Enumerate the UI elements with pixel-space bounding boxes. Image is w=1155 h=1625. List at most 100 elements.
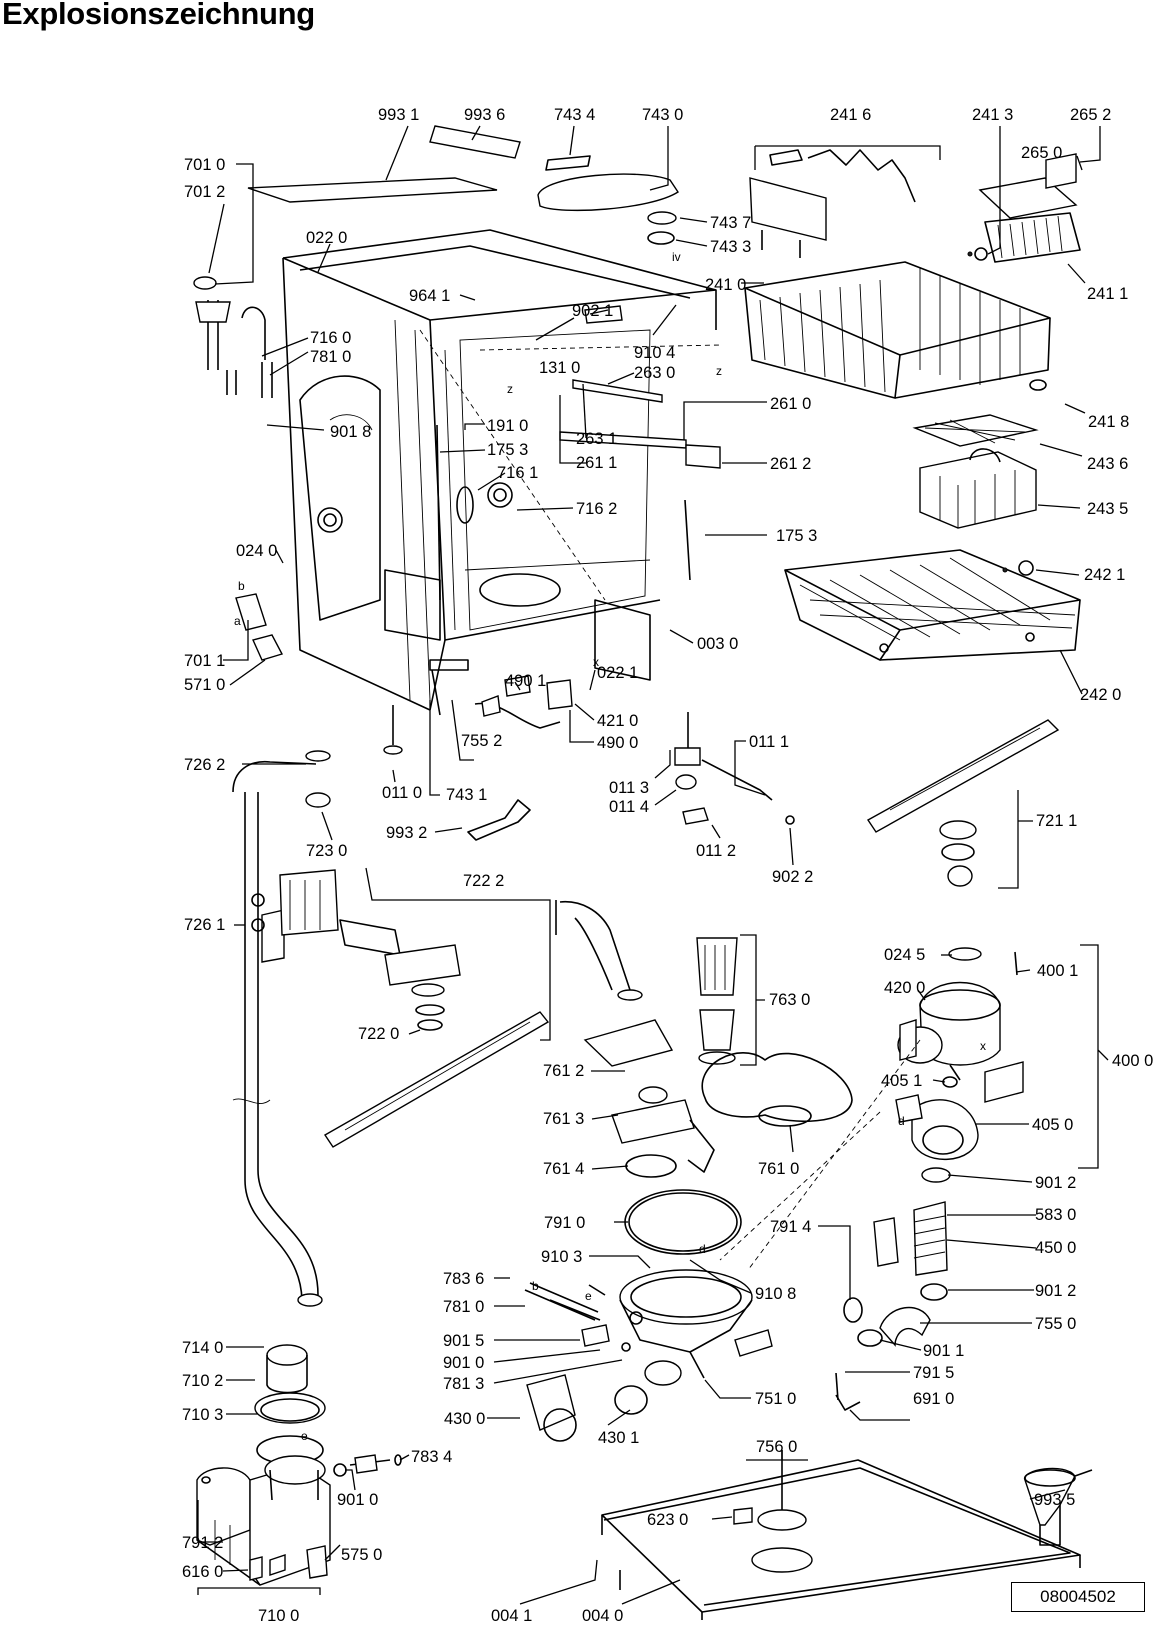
part-label: 721 1: [1036, 812, 1077, 830]
part-label: 722 2: [463, 872, 504, 890]
part-label: 011 2: [696, 842, 736, 860]
part-label: 783 6: [443, 1270, 484, 1288]
part-label: 716 0: [310, 329, 351, 347]
letter-marker: iv: [672, 250, 681, 264]
part-label: 910 4: [634, 344, 675, 362]
part-label: 993 5: [1034, 1491, 1075, 1509]
part-label: 710 0: [258, 1607, 299, 1625]
part-labels: 993 1 993 6 743 4 743 0 241 6 241 3 265 …: [182, 106, 1153, 1625]
document-number: 08004502: [1011, 1582, 1145, 1612]
part-label: 701 2: [184, 183, 225, 201]
part-label: 751 0: [755, 1390, 796, 1408]
letter-marker: d: [898, 1114, 905, 1128]
part-label: 761 4: [543, 1160, 584, 1178]
part-label: 783 4: [411, 1448, 452, 1466]
part-label: 241 3: [972, 106, 1013, 124]
part-label: 242 0: [1080, 686, 1121, 704]
part-label: 400 1: [1037, 962, 1078, 980]
part-label: 265 2: [1070, 106, 1111, 124]
part-label: 755 0: [1035, 1315, 1076, 1333]
part-drawings: [193, 125, 1093, 1620]
part-label: 261 2: [770, 455, 811, 473]
part-label: 781 0: [443, 1298, 484, 1316]
part-label: 723 0: [306, 842, 347, 860]
part-label: 241 8: [1088, 413, 1129, 431]
letter-marker: d: [699, 1242, 706, 1256]
part-label: 024 0: [236, 542, 277, 560]
part-label: 763 0: [769, 991, 810, 1009]
part-label: 901 5: [443, 1332, 484, 1350]
part-label: 761 3: [543, 1110, 584, 1128]
part-label: 901 1: [923, 1342, 964, 1360]
part-label: 714 0: [182, 1339, 223, 1357]
part-label: 901 0: [443, 1354, 484, 1372]
part-label: 726 2: [184, 756, 225, 774]
part-label: 022 0: [306, 229, 347, 247]
part-label: 755 2: [461, 732, 502, 750]
part-label: 743 3: [710, 238, 751, 256]
letter-marker: b: [238, 579, 245, 593]
part-label: 781 3: [443, 1375, 484, 1393]
part-label: 901 2: [1035, 1282, 1076, 1300]
part-label: 241 0: [705, 276, 746, 294]
part-label: 616 0: [182, 1563, 223, 1581]
part-label: 691 0: [913, 1390, 954, 1408]
part-label: 623 0: [647, 1511, 688, 1529]
part-label: 761 0: [758, 1160, 799, 1178]
part-label: 430 1: [598, 1429, 639, 1447]
part-label: 243 5: [1087, 500, 1128, 518]
part-label: 131 0: [539, 359, 580, 377]
letter-marker: a: [234, 614, 241, 628]
part-label: 011 0: [382, 784, 422, 802]
part-label: 241 1: [1087, 285, 1128, 303]
part-label: 901 2: [1035, 1174, 1076, 1192]
part-label: 701 1: [184, 652, 225, 670]
part-label: 265 0: [1021, 144, 1062, 162]
part-label: 743 7: [710, 214, 751, 232]
part-label: 791 2: [182, 1534, 223, 1552]
part-label: 243 6: [1087, 455, 1128, 473]
part-label: 993 2: [386, 824, 427, 842]
part-label: 902 1: [572, 302, 613, 320]
part-label: 901 8: [330, 423, 371, 441]
part-label: 901 0: [337, 1491, 378, 1509]
letter-marker: e: [585, 1289, 592, 1303]
part-label: 450 0: [1035, 1239, 1076, 1257]
part-label: 261 0: [770, 395, 811, 413]
part-label: 175 3: [776, 527, 817, 545]
letter-marker: x: [593, 655, 599, 669]
part-label: 743 4: [554, 106, 595, 124]
part-label: 710 2: [182, 1372, 223, 1390]
part-label: 791 4: [770, 1218, 811, 1236]
letter-marker: b: [532, 1279, 539, 1293]
part-label: 583 0: [1035, 1206, 1076, 1224]
part-label: 405 1: [881, 1072, 922, 1090]
part-label: 701 0: [184, 156, 225, 174]
part-label: 726 1: [184, 916, 225, 934]
part-label: 011 3: [609, 779, 649, 797]
letter-marker: e: [301, 1429, 308, 1443]
part-label: 722 0: [358, 1025, 399, 1043]
part-label: 261 1: [576, 454, 617, 472]
part-label: 400 0: [1112, 1052, 1153, 1070]
leader-lines: [197, 125, 1109, 1605]
part-label: 716 1: [497, 464, 538, 482]
part-label: 420 0: [884, 979, 925, 997]
part-label: 710 3: [182, 1406, 223, 1424]
part-label: 791 5: [913, 1364, 954, 1382]
part-label: 024 5: [884, 946, 925, 964]
part-label: 902 2: [772, 868, 813, 886]
part-label: 241 6: [830, 106, 871, 124]
letter-markers: z z x b a iv x d d b e e: [234, 250, 986, 1443]
part-label: 022 1: [597, 664, 638, 682]
part-label: 910 8: [755, 1285, 796, 1303]
part-label: 716 2: [576, 500, 617, 518]
part-label: 011 4: [609, 798, 649, 816]
part-label: 191 0: [487, 417, 528, 435]
part-label: 756 0: [756, 1438, 797, 1456]
part-label: 175 3: [487, 441, 528, 459]
part-label: 910 3: [541, 1248, 582, 1266]
part-label: 004 1: [491, 1607, 532, 1625]
letter-marker: x: [980, 1039, 986, 1053]
